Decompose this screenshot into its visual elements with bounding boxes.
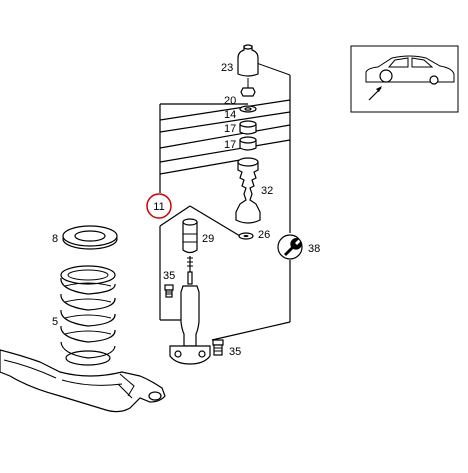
nut-part-20 — [240, 78, 256, 97]
wrench-icon — [277, 234, 303, 260]
car-side-icon — [365, 55, 455, 85]
callout-35-lower: 35 — [229, 346, 241, 358]
top-cap-part-23 — [237, 44, 259, 77]
shock-absorber — [169, 256, 211, 365]
washer-part-14 — [239, 105, 257, 113]
bolt-part-35-lower — [212, 339, 224, 356]
callout-26: 26 — [258, 229, 270, 241]
highlighted-wheel — [379, 69, 393, 83]
callout-8: 8 — [52, 233, 58, 245]
coil-spring-part-5 — [60, 265, 116, 366]
callout-17-lower: 17 — [224, 139, 236, 151]
callout-14: 14 — [224, 109, 236, 121]
callout-38: 38 — [308, 243, 320, 255]
lower-control-arm — [0, 349, 166, 413]
highlighted-callout-11[interactable]: 11 — [146, 193, 172, 219]
callout-17-upper: 17 — [224, 123, 236, 135]
bushing-part-17-lower — [239, 136, 257, 151]
vehicle-locator-inset — [350, 45, 459, 113]
callout-29: 29 — [202, 233, 214, 245]
callout-32: 32 — [261, 185, 273, 197]
callout-23: 23 — [221, 62, 233, 74]
spring-pad-part-8 — [62, 225, 118, 250]
callout-11: 11 — [153, 201, 164, 213]
arrow-icon — [368, 86, 382, 101]
washer-part-26 — [238, 232, 254, 240]
callout-35-upper: 35 — [163, 270, 175, 282]
bushing-part-17-upper — [239, 120, 257, 135]
bolt-part-35-upper — [164, 284, 174, 298]
callout-20: 20 — [224, 95, 236, 107]
dust-boot-part-32 — [235, 157, 261, 224]
inset-frame — [350, 45, 459, 113]
bump-stop-part-29 — [182, 218, 198, 254]
callout-5: 5 — [52, 316, 58, 328]
highlight-ring — [146, 193, 172, 219]
